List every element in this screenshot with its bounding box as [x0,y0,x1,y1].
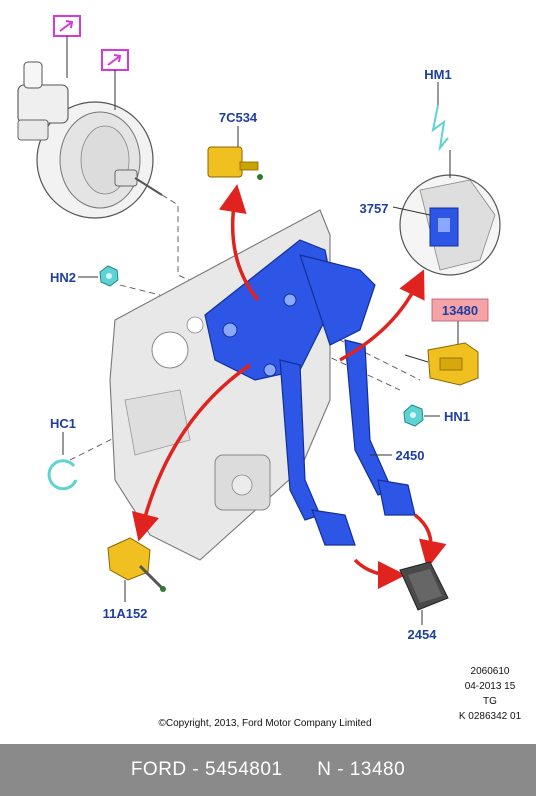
meta-line-1: 2060610 [471,666,510,677]
view-magnify-icon [53,15,81,78]
detail-3757-zoom [392,150,501,276]
callout-hc1: HC1 [50,416,76,431]
callout-2454: 2454 [408,627,438,642]
callout-11a152: 11A152 [103,606,148,621]
part-7c534-switch [207,126,263,180]
footer-bar: FORD - 5454801 N - 13480 [0,744,536,796]
movement-arrows [131,184,447,589]
callout-3757: 3757 [360,201,389,216]
meta-line-3: TG [483,696,497,707]
callout-7c534: 7C534 [219,110,258,125]
brake-booster [17,61,163,219]
callout-2450: 2450 [396,448,425,463]
callout-hm1: HM1 [424,67,451,82]
part-11a152-switch [107,537,166,602]
pedal-box-exploded-diagram: HM1 7C534 3757 HN2 13480 HN1 HC1 2450 11… [17,15,522,729]
callout-13480: 13480 [442,303,478,318]
meta-line-4: K 0286342 01 [459,711,522,722]
part-hn1-nut [403,404,440,427]
footer-spacer [283,759,318,781]
part-hc1-clip [47,432,78,491]
callout-hn1: HN1 [444,409,470,424]
view-magnify-icon [101,49,129,110]
meta-line-2: 04-2013 15 [465,681,516,692]
footer-reference: N - 13480 [317,759,406,780]
copyright-text: ©Copyright, 2013, Ford Motor Company Lim… [158,718,371,729]
part-hm1-clip [431,82,449,152]
pedal-assembly [204,239,416,546]
callout-hn2: HN2 [50,270,76,285]
part-hn2-nut [78,265,119,287]
callout-13480-highlight [431,298,489,322]
part-2454-pedal-pad [399,561,449,625]
part-13480-switch [404,320,479,386]
footer-part-number: FORD - 5454801 [130,759,283,780]
